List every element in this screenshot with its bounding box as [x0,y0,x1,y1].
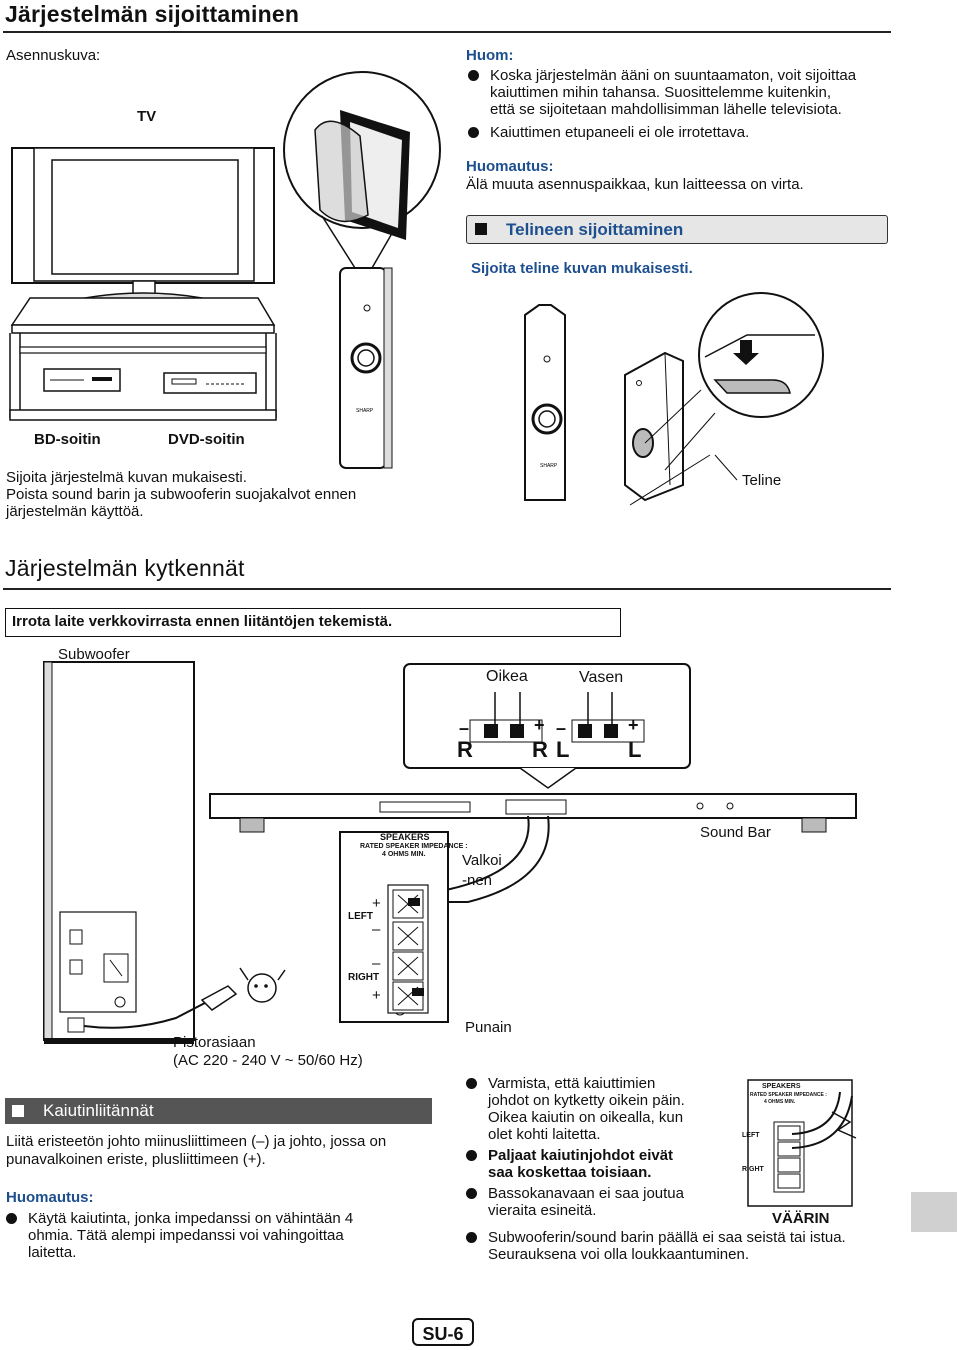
right-bullet-2: Paljaat kaiutinjohdot eivät saa kosketta… [464,1147,748,1181]
place-text-2: Poista sound barin ja subwooferin suojak… [6,486,357,503]
vaarin-label: VÄÄRIN [772,1210,830,1227]
punain-label: Punain [465,1019,512,1036]
outlet-label-2: (AC 220 - 240 V ~ 50/60 Hz) [173,1052,363,1069]
panel-plus-2: + [372,987,381,1004]
terminal-r-label-1: R [457,737,473,762]
note-bullet-1: Koska järjestelmän ääni on suuntaamaton,… [466,67,856,118]
speaker-conn-huomautus: Huomautus: [6,1189,94,1206]
impedance-line-2: 4 OHMS MIN. [382,851,426,858]
zoom-minus-2: – [556,718,567,738]
right-bullet-4: Subwooferin/sound barin päällä ei saa se… [464,1229,918,1263]
wrong-speakers-title: SPEAKERS [762,1083,801,1090]
huomautus-label: Huomautus: [466,158,554,175]
valkoi-label-1: Valkoi [462,852,502,869]
place-text-1: Sijoita järjestelmä kuvan mukaisesti. [6,469,247,486]
terminal-l-label-2: L [628,737,642,762]
dvd-label: DVD-soitin [168,431,245,448]
wrong-impedance-2: 4 OHMS MIN. [764,1099,796,1105]
huomautus-text: Älä muuta asennuspaikkaa, kun laitteessa… [466,176,804,193]
place-text-3: järjestelmän käyttöä. [6,503,144,520]
zoom-plus-2: + [628,715,639,735]
speaker-conn-heading: Kaiutinliitännät [43,1101,154,1120]
terminal-r-label-2: R [532,737,548,762]
note-bullet-2: Kaiuttimen etupaneeli ei ole irrotettava… [466,124,749,141]
speaker-conn-text-2: punavalkoinen eriste, plusliittimeen (+)… [6,1151,266,1168]
install-label: Asennuskuva: [6,47,101,64]
bd-label: BD-soitin [34,431,101,448]
terminal-left-label: LEFT [348,911,373,922]
vasen-label: Vasen [579,669,624,686]
page-title: Järjestelmän sijoittaminen [5,1,300,27]
stand-text: Sijoita teline kuvan mukaisesti. [471,260,693,277]
wrong-connection-illustration [747,1079,857,1207]
impedance-line-1: RATED SPEAKER IMPEDANCE : [360,843,468,850]
soundbar-label: Sound Bar [700,824,771,841]
wrong-impedance-1: RATED SPEAKER IMPEDANCE : [750,1092,827,1098]
right-bullet-1: Varmista, että kaiuttimien johdot on kyt… [464,1075,748,1143]
panel-minus-2: – [372,955,381,972]
wrong-left-label: LEFT [742,1132,760,1139]
oikea-label: Oikea [486,668,528,685]
speaker-conn-text-1: Liitä eristeetön johto miinusliittimeen … [6,1133,387,1150]
right-bullet-3: Bassokanavaan ei saa joutua vieraita esi… [464,1185,748,1219]
teline-label: Teline [742,472,782,489]
zoom-plus-1: + [534,715,545,735]
side-tab [911,1192,957,1232]
stand-heading: Telineen sijoittaminen [506,220,684,239]
page-number: SU-6 [412,1318,474,1346]
stand-illustration: SHARP [524,292,824,506]
outlet-label-1: Pistorasiaan [173,1034,256,1051]
wrong-right-label: RIGHT [742,1166,764,1173]
tv-setup-illustration: SHARP [9,71,441,469]
warning-box: Irrota laite verkkovirrasta ennen liitän… [5,608,621,637]
heading-square-icon [475,223,487,235]
panel-plus-1: + [372,895,381,912]
subwoofer-label: Subwoofer [58,646,130,663]
speaker-conn-heading-bar: Kaiutinliitännät [5,1098,432,1124]
impedance-bullet: Käytä kaiutinta, jonka impedanssi on väh… [4,1210,432,1261]
zoom-minus-1: – [459,718,470,738]
huom-label: Huom: [466,47,514,64]
valkoi-label-2: -nen [462,872,493,889]
connection-diagram [43,661,857,1044]
tv-label: TV [137,108,157,125]
connections-rule [3,588,891,590]
title-rule [3,31,891,33]
terminal-right-label: RIGHT [348,972,380,983]
connections-title: Järjestelmän kytkennät [5,555,245,581]
terminal-l-label-1: L [556,737,570,762]
panel-minus-1: – [372,921,381,938]
stand-heading-bar: Telineen sijoittaminen [466,215,888,244]
speakers-title: SPEAKERS [380,832,430,842]
svg-text:SHARP: SHARP [540,463,558,469]
heading-square-icon [12,1105,24,1117]
svg-text:SHARP: SHARP [356,408,374,414]
